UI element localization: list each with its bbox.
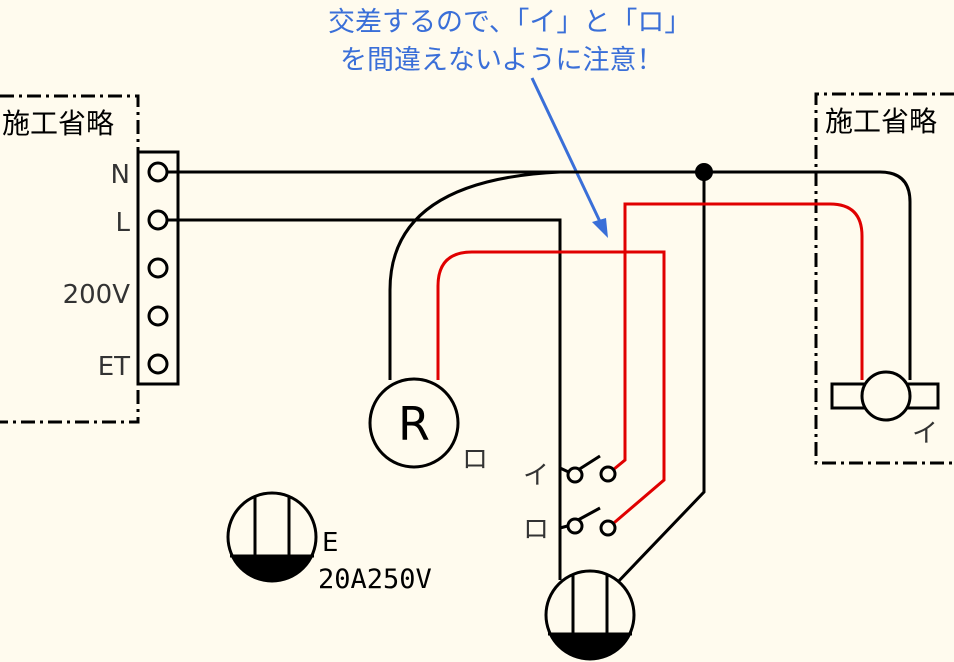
lamp-i <box>830 370 940 422</box>
right-box-label: 施工省略 <box>825 105 937 138</box>
ceiling-lamp-r: R <box>368 377 460 469</box>
outlet-symbol-legend <box>226 491 318 583</box>
switch-i <box>566 454 617 484</box>
left-box-label: 施工省略 <box>2 107 114 140</box>
terminal-label-n: N <box>111 160 130 190</box>
red-wires <box>436 202 864 530</box>
outlet-grade-mark: E <box>322 528 338 558</box>
neutral-wire <box>167 170 912 380</box>
line-wire <box>167 218 562 468</box>
junction-dot <box>695 163 713 181</box>
right-omitted-box: 施工省略 <box>814 92 954 465</box>
switch-ro-label: ロ <box>523 515 549 545</box>
lamp-r-symbol: R <box>398 397 430 451</box>
outlet-circuit <box>544 569 636 661</box>
neutral-to-outlet <box>613 172 706 587</box>
switch-ro <box>566 506 617 537</box>
terminal-label-l: L <box>116 208 131 238</box>
outlet-rating: 20A250V <box>318 564 432 595</box>
red-wire-ro <box>436 250 666 530</box>
terminal-label-200v: 200V <box>63 280 131 310</box>
neutral-to-lamp-r <box>388 170 700 380</box>
lamp-i-label: イ <box>912 419 938 449</box>
red-wire-i <box>607 202 864 476</box>
terminal-block <box>136 150 180 386</box>
annotation-line-2: を間違えないように注意！ <box>340 45 663 76</box>
annotation-arrow <box>530 77 608 238</box>
black-wires <box>167 170 912 587</box>
lamp-r-label: ロ <box>462 445 488 475</box>
switch-i-label: イ <box>523 461 549 491</box>
terminal-label-et: ET <box>98 352 130 382</box>
annotation-line-1: 交差するので、「イ」と「ロ」 <box>328 7 691 38</box>
